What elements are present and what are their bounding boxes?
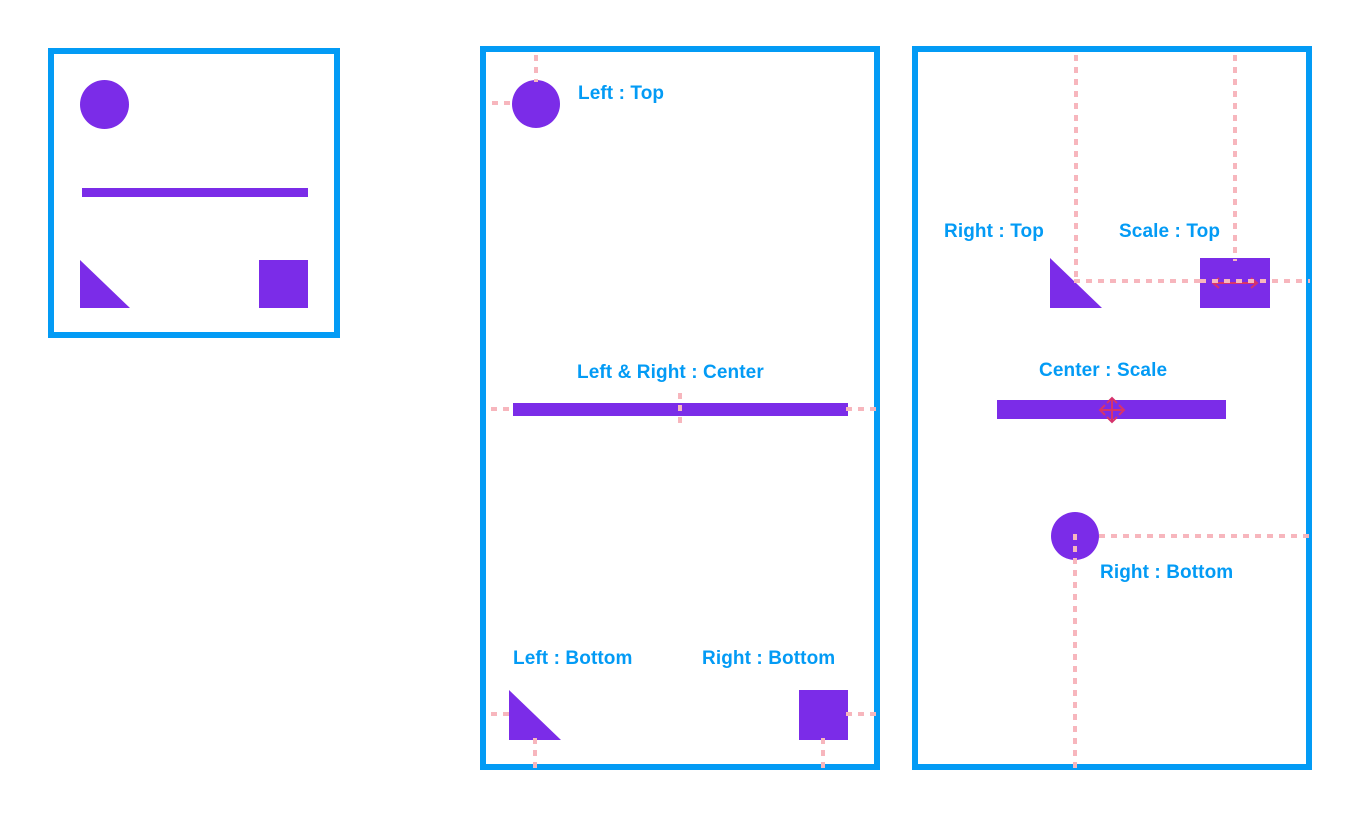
scale-horizontal-arrow-icon xyxy=(1211,277,1259,289)
label-right-bottom: Right : Bottom xyxy=(702,648,836,669)
guide-circle-rb-horizontal xyxy=(1099,534,1310,538)
guide-bar-center-vertical xyxy=(678,393,682,427)
label-right-bottom: Right : Bottom xyxy=(1100,562,1234,583)
bar-shape[interactable] xyxy=(82,188,308,197)
guide-tri-rt-horizontal xyxy=(1074,279,1202,283)
square-shape-right[interactable] xyxy=(799,690,848,740)
guide-circle-lt-horizontal xyxy=(492,101,514,105)
guide-bar-left-horizontal xyxy=(491,407,515,411)
square-shape[interactable] xyxy=(259,260,308,308)
guide-sq-st-vertical xyxy=(1233,55,1237,261)
scale-cross-arrow-icon xyxy=(1098,396,1125,423)
guide-circle-rb-vertical xyxy=(1073,534,1077,768)
label-left-right-center: Left & Right : Center xyxy=(577,362,764,383)
guide-tri-lb-horizontal xyxy=(491,712,513,716)
guide-tri-rt-vertical xyxy=(1074,55,1078,282)
label-left-bottom: Left : Bottom xyxy=(513,648,633,669)
guide-tri-lb-vertical xyxy=(533,738,537,774)
guide-sq-rb-vertical xyxy=(821,738,825,774)
circle-shape[interactable] xyxy=(512,80,560,128)
guide-sq-st-horizontal xyxy=(1200,279,1310,283)
guide-bar-right-horizontal xyxy=(846,407,880,411)
guide-circle-lt-vertical xyxy=(534,55,538,82)
guide-sq-rb-horizontal xyxy=(846,712,880,716)
label-center-scale: Center : Scale xyxy=(1039,360,1168,381)
label-left-top: Left : Top xyxy=(578,83,665,104)
circle-shape[interactable] xyxy=(80,80,129,129)
label-scale-top: Scale : Top xyxy=(1119,221,1221,242)
label-right-top: Right : Top xyxy=(944,221,1044,242)
